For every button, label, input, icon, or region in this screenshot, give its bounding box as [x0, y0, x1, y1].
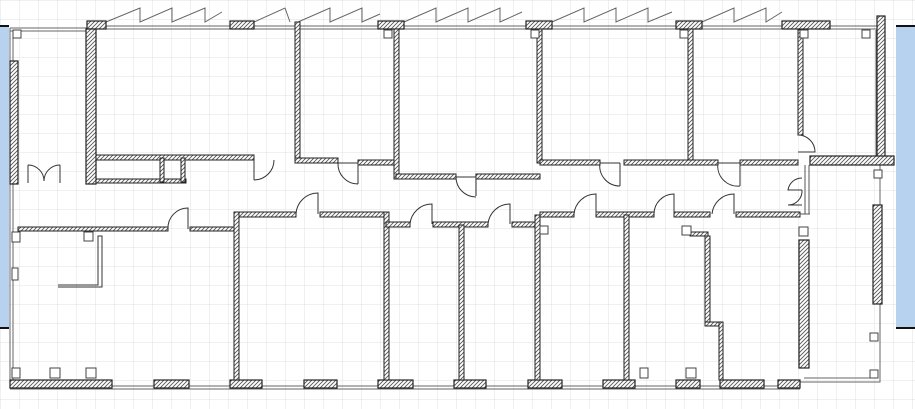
hatched-walls	[9, 15, 895, 389]
right-side-panel	[896, 26, 915, 328]
door-swing-icon	[27, 134, 816, 230]
column-marker-icon	[11, 29, 883, 379]
interior-walls	[17, 21, 804, 381]
zigzag-window-icon	[105, 7, 783, 23]
storage-outline	[58, 235, 103, 288]
entrance-outline	[800, 165, 810, 215]
left-side-panel	[0, 26, 9, 328]
